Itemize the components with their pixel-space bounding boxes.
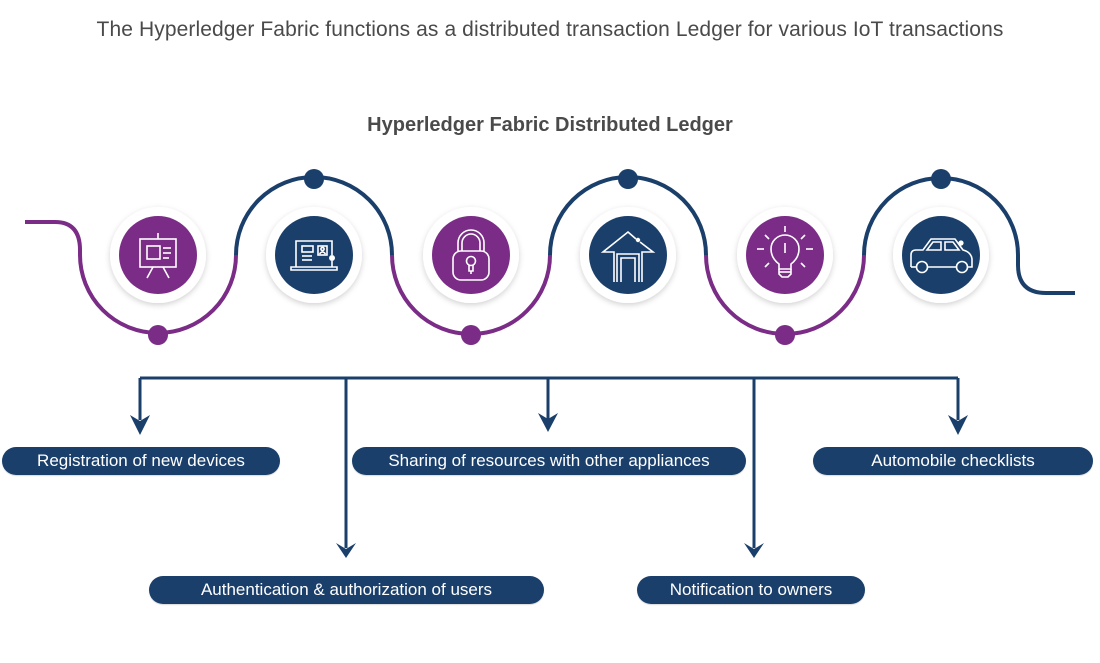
wave-dot-top [304, 169, 324, 189]
node-car [893, 207, 989, 303]
arrowhead-icon [336, 543, 356, 558]
node-2-disc [275, 216, 353, 294]
wave-dot-bottom [461, 325, 481, 345]
wave-lead-out [1016, 255, 1075, 295]
use-case-sharing: Sharing of resources with other applianc… [352, 447, 746, 475]
node-padlock [423, 207, 519, 303]
bracket-connector [138, 376, 960, 548]
wave-dot-top [618, 169, 638, 189]
node-1-disc [119, 216, 197, 294]
node-laptop [266, 207, 362, 303]
node-presentation [110, 207, 206, 303]
laptop-profile-icon [290, 240, 338, 271]
arrowhead-icon [744, 543, 764, 558]
wave-dot-top [931, 169, 951, 189]
arrowhead-icon [948, 415, 968, 435]
wave-dot-bottom [775, 325, 795, 345]
page-title: The Hyperledger Fabric functions as a di… [96, 18, 1004, 41]
smart-home-icon [600, 230, 656, 282]
use-case-authentication: Authentication & authorization of users [149, 576, 544, 604]
lightbulb-icon [757, 226, 813, 278]
arrowhead-icon [538, 413, 558, 432]
car-icon [910, 238, 973, 274]
presentation-board-icon [139, 233, 177, 279]
node-6-disc [902, 216, 980, 294]
padlock-icon [452, 229, 490, 281]
arrowhead-icon [130, 415, 150, 435]
use-case-notification: Notification to owners [637, 576, 865, 604]
node-3-disc [432, 216, 510, 294]
node-4-disc [589, 216, 667, 294]
use-case-automobile: Automobile checklists [813, 447, 1093, 475]
node-lightbulb [737, 207, 833, 303]
diagram-subtitle: Hyperledger Fabric Distributed Ledger [367, 114, 733, 136]
use-case-registration: Registration of new devices [2, 447, 280, 475]
wave-dot-bottom [148, 325, 168, 345]
node-smart-home [580, 207, 676, 303]
wave-lead-in [25, 220, 82, 255]
